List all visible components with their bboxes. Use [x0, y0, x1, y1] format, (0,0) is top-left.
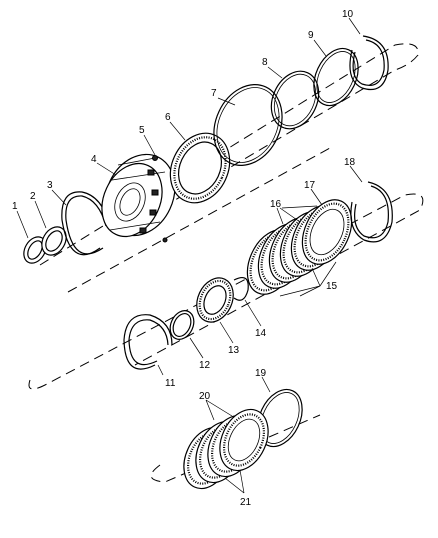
callout-1: 1 [12, 201, 18, 212]
part-13-spring-retainer [196, 277, 234, 323]
part-10-snap-ring [349, 35, 389, 91]
part-9-ring [313, 47, 359, 107]
part-1-snap-ring [23, 236, 47, 264]
part-6-reaction-ring [169, 132, 231, 204]
part-3-open-snap-ring [61, 191, 111, 256]
callout-7: 7 [211, 88, 217, 99]
part-4-piston-housing [101, 153, 176, 238]
callout-18: 18 [344, 157, 356, 168]
callout-11: 11 [165, 378, 176, 389]
callout-12: 12 [199, 360, 211, 371]
callout-labels: 1 2 3 4 5 6 7 8 9 10 11 12 13 14 15 16 1… [12, 9, 356, 508]
callout-10: 10 [342, 9, 354, 20]
callout-21: 21 [240, 497, 252, 508]
callout-15: 15 [326, 281, 338, 292]
part-7-large-ring [213, 84, 283, 166]
part-12-ring [169, 310, 195, 340]
clutch-pack-15-16-17 [246, 199, 353, 295]
assembly-centerline [28, 43, 424, 483]
part-8-ring [270, 70, 320, 130]
callout-20: 20 [199, 391, 211, 402]
leader-lines [16, 17, 363, 494]
callout-2: 2 [30, 191, 36, 202]
callout-8: 8 [262, 57, 268, 68]
callout-6: 6 [165, 112, 171, 123]
part-14-snap-ring [233, 277, 249, 301]
callout-19: 19 [255, 368, 267, 379]
part-5-pin [152, 155, 168, 243]
callout-9: 9 [308, 30, 314, 41]
part-2-seal-ring [41, 226, 67, 256]
callout-3: 3 [47, 180, 53, 191]
clutch-plates-20-21 [183, 408, 269, 490]
callout-14: 14 [255, 328, 267, 339]
callout-13: 13 [228, 345, 240, 356]
part-11-snap-ring [123, 314, 173, 370]
callout-17: 17 [304, 180, 316, 191]
callout-16: 16 [270, 199, 282, 210]
callout-5: 5 [139, 125, 145, 136]
part-19-ring [257, 388, 303, 448]
part-18-snap-ring [350, 181, 393, 243]
callout-4: 4 [91, 154, 97, 165]
